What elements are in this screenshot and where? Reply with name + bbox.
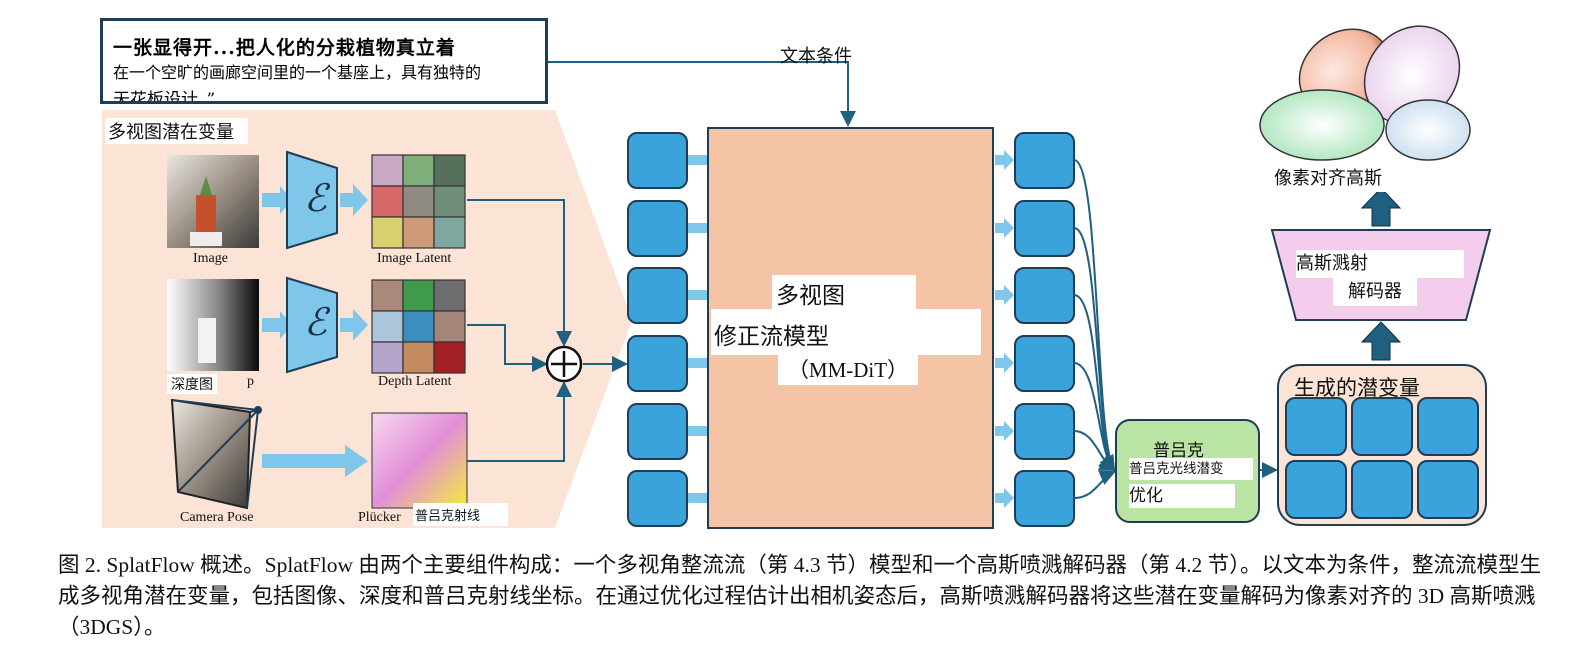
depth-map-suffix: p xyxy=(247,374,254,389)
image-encoder-symbol: ℰ xyxy=(304,176,328,220)
plucker-label-cn: 普吕克射线 xyxy=(413,503,509,526)
plucker-label: Plücker xyxy=(358,510,401,525)
input-token-column xyxy=(627,132,688,527)
rf-label-line-3: （MM-DiT） xyxy=(778,355,918,385)
depth-latent-label: Depth Latent xyxy=(378,374,452,389)
text-prompt-box: 一张显得开...把人化的分栽植物真立着 在一个空旷的画廊空间里的一个基座上，具有… xyxy=(100,18,548,104)
pixel-aligned-gaussians-label: 像素对齐高斯 xyxy=(1274,166,1480,192)
depth-map-label: 深度图 xyxy=(167,374,217,394)
generated-latent-cell xyxy=(1351,460,1413,519)
rf-label-line-2: 修正流模型 xyxy=(711,309,981,355)
camera-pose-label: Camera Pose xyxy=(180,510,254,525)
text-condition-line xyxy=(548,61,856,127)
camera-pose-frustum xyxy=(170,398,262,510)
input-token xyxy=(627,403,688,460)
plucker-box-top-label: 普吕克 xyxy=(1153,441,1204,461)
depth-encoder-symbol: ℰ xyxy=(304,300,328,344)
plucker-box-mid-label: 普吕克光线潜变 xyxy=(1129,458,1253,480)
image-label: Image xyxy=(193,251,228,266)
generated-latent-cell xyxy=(1417,397,1479,456)
arrow-encoder-to-depth-latent xyxy=(340,309,368,341)
text-prompt-line-3: 天花板设计。” xyxy=(113,90,216,104)
input-token xyxy=(627,132,688,189)
input-token xyxy=(627,200,688,257)
depth-map-thumbnail xyxy=(167,279,259,371)
token-to-plucker-curves xyxy=(1073,159,1116,499)
output-token xyxy=(1014,267,1075,324)
output-token xyxy=(1014,335,1075,392)
generated-latent-grid xyxy=(1285,397,1479,519)
input-token xyxy=(627,267,688,324)
generated-latent-cell xyxy=(1285,397,1347,456)
generated-latent-label: 生成的潜变量 xyxy=(1294,376,1420,400)
output-token-column xyxy=(1014,132,1075,527)
image-encoder xyxy=(286,150,338,250)
depth-encoder xyxy=(286,276,338,374)
output-token xyxy=(1014,200,1075,257)
image-latent-grid xyxy=(371,154,466,249)
depth-map-label-cn: 深度图 xyxy=(171,377,213,393)
decoder-label-line-2: 解码器 xyxy=(1333,278,1417,306)
arrow-latent-to-decoder xyxy=(1360,321,1402,361)
text-prompt-line-1: 一张显得开...把人化的分栽植物真立着 xyxy=(113,37,456,59)
figure-caption: 图 2. SplatFlow 概述。SplatFlow 由两个主要组件构成：一个… xyxy=(58,553,1541,639)
output-token xyxy=(1014,470,1075,527)
multiview-latent-label: 多视图潜在变量 xyxy=(105,118,248,144)
pixel-aligned-gaussians xyxy=(1259,25,1471,161)
plus-operator xyxy=(545,345,583,383)
generated-latent-cell xyxy=(1285,460,1347,519)
input-token-connectors xyxy=(688,155,708,503)
latent-merge-lines xyxy=(467,199,628,462)
depth-latent-grid xyxy=(371,279,466,374)
output-token xyxy=(1014,132,1075,189)
plucker-latent xyxy=(371,412,468,509)
image-latent-label: Image Latent xyxy=(377,251,452,266)
text-condition-label: 文本条件 xyxy=(780,46,852,67)
plucker-box-bottom-label: 优化 xyxy=(1129,484,1235,508)
arrow-decoder-to-gaussians xyxy=(1360,187,1402,227)
text-prompt-line-2: 在一个空旷的画廊空间里的一个基座上，具有独特的 xyxy=(113,63,482,82)
decoder-label-line-1: 高斯溅射 xyxy=(1296,250,1464,278)
generated-latent-cell xyxy=(1417,460,1479,519)
output-token xyxy=(1014,403,1075,460)
arrow-camera-to-plucker xyxy=(262,445,368,477)
generated-latent-cell xyxy=(1351,397,1413,456)
input-token xyxy=(627,335,688,392)
output-token-arrows xyxy=(995,150,1014,508)
input-image-thumbnail xyxy=(167,155,259,248)
input-token xyxy=(627,470,688,527)
arrow-encoder-to-image-latent xyxy=(340,184,368,216)
